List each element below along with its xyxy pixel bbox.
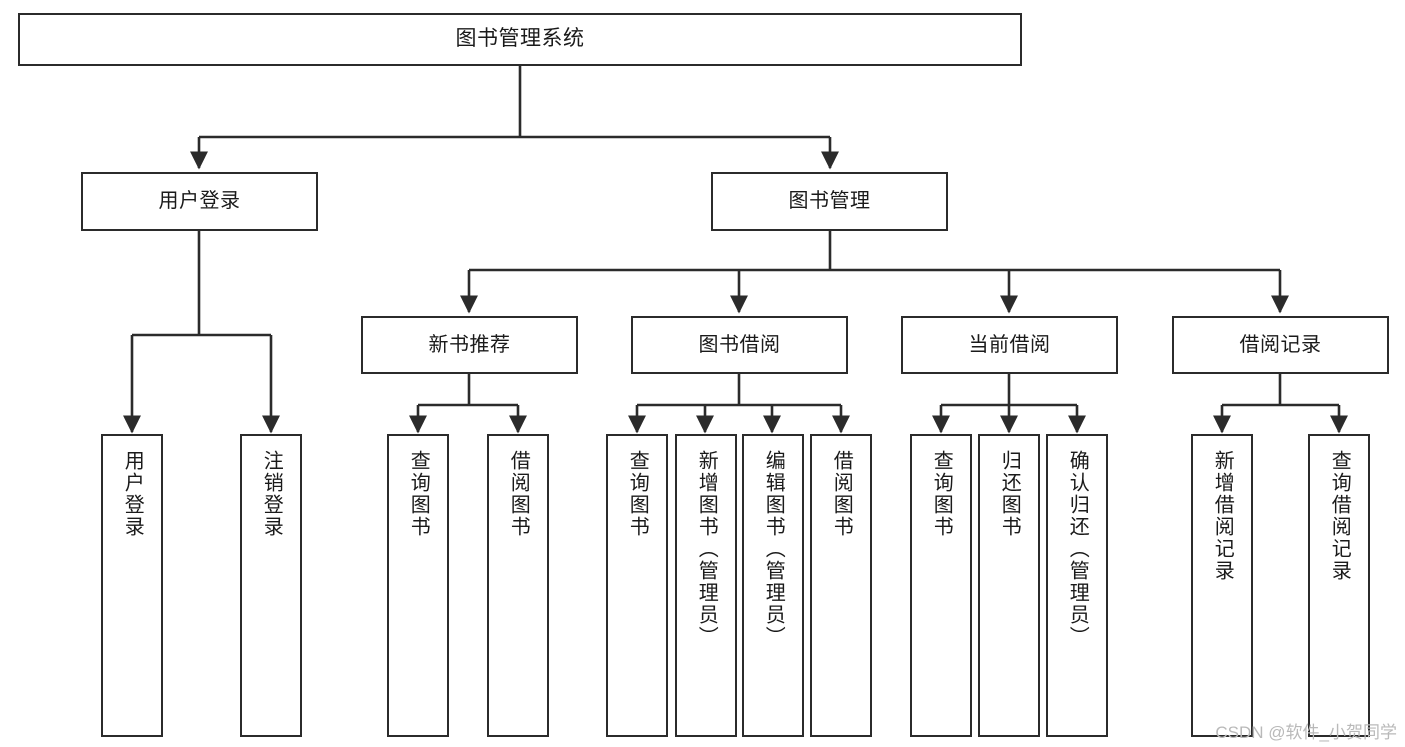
node-new-book-recommend[interactable]: 新书推荐 xyxy=(361,316,578,374)
node-leaf-query-book-c[interactable]: 查询图书 xyxy=(910,434,972,737)
node-leaf-query-book-c-label: 查询图书 xyxy=(930,450,953,538)
watermark-csdn: CSDN @软件_小贺同学 xyxy=(1215,723,1397,742)
node-borrow-record[interactable]: 借阅记录 xyxy=(1172,316,1389,374)
node-leaf-logout[interactable]: 注销登录 xyxy=(240,434,302,737)
node-leaf-confirm-return[interactable]: 确认归还（管理员） xyxy=(1046,434,1108,737)
node-user-login-label: 用户登录 xyxy=(158,190,241,212)
node-leaf-user-login[interactable]: 用户登录 xyxy=(101,434,163,737)
node-leaf-query-book-a-label: 查询图书 xyxy=(407,450,430,538)
node-leaf-user-login-label: 用户登录 xyxy=(121,450,144,538)
node-leaf-borrow-book-a-label: 借阅图书 xyxy=(507,450,530,538)
node-book-manage[interactable]: 图书管理 xyxy=(711,172,948,231)
node-leaf-borrow-book-b-label: 借阅图书 xyxy=(830,450,853,538)
node-user-login[interactable]: 用户登录 xyxy=(81,172,318,231)
node-leaf-add-record[interactable]: 新增借阅记录 xyxy=(1191,434,1253,737)
node-current-borrow[interactable]: 当前借阅 xyxy=(901,316,1118,374)
node-leaf-query-book-b-label: 查询图书 xyxy=(626,450,649,538)
node-leaf-query-book-b[interactable]: 查询图书 xyxy=(606,434,668,737)
node-leaf-edit-book[interactable]: 编辑图书（管理员） xyxy=(742,434,804,737)
node-current-borrow-label: 当前借阅 xyxy=(968,333,1051,356)
node-leaf-borrow-book-b[interactable]: 借阅图书 xyxy=(810,434,872,737)
node-leaf-edit-book-label: 编辑图书（管理员） xyxy=(762,450,785,648)
node-root-label: 图书管理系统 xyxy=(455,27,585,51)
node-leaf-query-record-label: 查询借阅记录 xyxy=(1328,450,1351,582)
node-leaf-return-book-label: 归还图书 xyxy=(998,450,1021,538)
node-book-manage-label: 图书管理 xyxy=(788,190,871,212)
node-leaf-add-book[interactable]: 新增图书（管理员） xyxy=(675,434,737,737)
node-book-borrow-label: 图书借阅 xyxy=(698,333,781,356)
node-new-book-recommend-label: 新书推荐 xyxy=(428,333,511,356)
node-root[interactable]: 图书管理系统 xyxy=(18,13,1022,66)
node-leaf-confirm-return-label: 确认归还（管理员） xyxy=(1066,450,1089,648)
node-leaf-query-book-a[interactable]: 查询图书 xyxy=(387,434,449,737)
node-borrow-record-label: 借阅记录 xyxy=(1239,333,1322,356)
node-leaf-query-record[interactable]: 查询借阅记录 xyxy=(1308,434,1370,737)
node-leaf-logout-label: 注销登录 xyxy=(260,450,283,538)
node-leaf-return-book[interactable]: 归还图书 xyxy=(978,434,1040,737)
node-leaf-add-record-label: 新增借阅记录 xyxy=(1211,450,1234,582)
node-leaf-borrow-book-a[interactable]: 借阅图书 xyxy=(487,434,549,737)
node-book-borrow[interactable]: 图书借阅 xyxy=(631,316,848,374)
node-leaf-add-book-label: 新增图书（管理员） xyxy=(695,450,718,648)
